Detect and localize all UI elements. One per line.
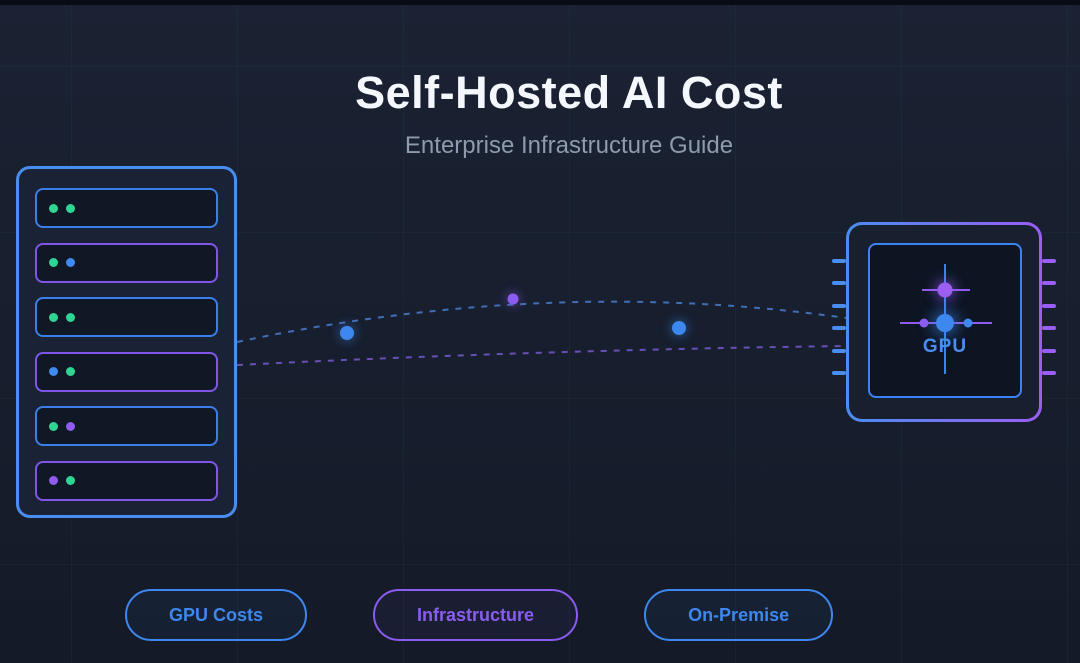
gpu-chip-body: GPU — [832, 225, 1056, 419]
server-unit — [35, 297, 218, 338]
chip-pin-right — [1042, 259, 1056, 263]
status-led-green — [66, 367, 75, 377]
status-led-purple — [49, 476, 58, 486]
status-led-green — [66, 312, 75, 322]
chip-pin-left — [832, 281, 846, 286]
tag-on-premise[interactable]: On-Premise — [644, 589, 834, 641]
data-point-blue — [672, 321, 686, 335]
chip-pin-left — [832, 348, 846, 353]
server-unit — [35, 406, 218, 447]
server-rack — [16, 166, 237, 518]
status-led-green — [49, 203, 58, 213]
header: Self-Hosted AI Cost Enterprise Infrastru… — [58, 68, 1080, 160]
status-led-green — [49, 258, 58, 268]
circuit-node-left — [919, 318, 929, 328]
status-led-green — [66, 476, 75, 486]
top-edge-bar — [0, 0, 1080, 5]
chip-pin-right — [1042, 326, 1056, 331]
status-led-green — [49, 421, 58, 431]
chip-pin-left — [832, 326, 846, 331]
data-point-blue — [340, 326, 354, 340]
circuit-node-top — [937, 282, 953, 298]
status-led-purple — [66, 421, 75, 431]
server-unit — [35, 460, 218, 501]
chip-pin-right — [1042, 281, 1056, 286]
status-led-green — [49, 312, 58, 322]
connection-curve-purple — [236, 345, 847, 366]
circuit-node-center — [936, 314, 954, 332]
server-unit — [35, 188, 218, 228]
chip-pin-left — [832, 303, 846, 308]
tag-row: GPU Costs Infrastructure On-Premise — [125, 589, 834, 641]
chip-pin-left — [832, 259, 846, 263]
server-unit — [35, 242, 218, 283]
status-led-blue — [49, 367, 58, 377]
status-led-green — [66, 203, 75, 213]
chip-pin-right — [1042, 371, 1056, 375]
gpu-die: GPU — [868, 243, 1022, 398]
server-unit — [35, 351, 218, 392]
tag-infrastructure[interactable]: Infrastructure — [373, 589, 579, 641]
status-led-blue — [66, 258, 75, 268]
gpu-chip: GPU — [832, 222, 1056, 422]
chip-pin-right — [1042, 303, 1056, 308]
page-title: Self-Hosted AI Cost — [355, 67, 783, 118]
gpu-label: GPU — [922, 336, 968, 357]
tag-gpu-costs[interactable]: GPU Costs — [125, 589, 308, 641]
data-point-purple — [507, 293, 519, 305]
chip-pin-left — [832, 371, 846, 375]
chip-pin-right — [1042, 348, 1056, 353]
connection-curve-blue — [236, 300, 847, 343]
circuit-node-right — [963, 318, 973, 328]
page-subtitle: Enterprise Infrastructure Guide — [404, 131, 734, 159]
